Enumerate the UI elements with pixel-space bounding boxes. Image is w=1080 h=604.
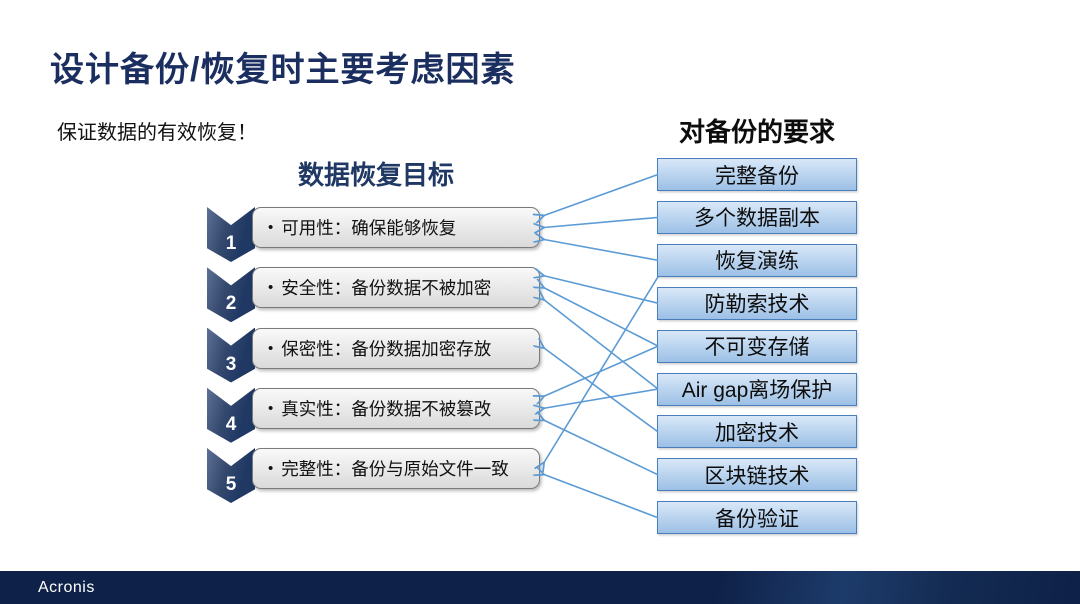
chevron-arrow-icon: 5 [207, 448, 255, 503]
chevron-arrow-icon: 4 [207, 387, 255, 443]
goal-label: 真实性：备份数据不被篡改 [281, 398, 492, 419]
requirement-box: 多个数据副本 [657, 200, 857, 234]
requirement-box: 不可变存储 [657, 329, 857, 363]
bullet-icon: • [268, 279, 274, 297]
goal-box: • 真实性：备份数据不被篡改 [252, 387, 540, 429]
goal-label: 安全性：备份数据不被加密 [281, 278, 492, 299]
requirements-heading: 对备份的要求 [678, 117, 835, 147]
requirement-box: Air gap离场保护 [657, 372, 857, 406]
requirement-label: 完整备份 [715, 164, 799, 188]
goal-number: 2 [225, 293, 237, 315]
goal-box: • 安全性：备份数据不被加密 [252, 267, 540, 309]
requirement-box: 防勒索技术 [657, 286, 857, 320]
goal-number: 5 [225, 474, 237, 495]
requirement-label: 多个数据副本 [694, 207, 820, 231]
goals-heading: 数据恢复目标 [297, 160, 454, 190]
connector-line [544, 216, 659, 227]
slide-subtitle: 保证数据的有效恢复！ [57, 122, 257, 144]
requirement-label: 区块链技术 [704, 464, 810, 488]
chevron-arrow-icon: 1 [207, 207, 255, 262]
connector-line [544, 475, 659, 519]
acronis-logo: Acronis [38, 578, 95, 596]
bullet-icon: • [268, 460, 274, 477]
connector-line [544, 288, 659, 347]
goal-box: • 可用性：确保能够恢复 [252, 207, 540, 248]
goal-box: • 完整性：备份与原始文件一致 [252, 448, 540, 489]
goal-number: 1 [225, 233, 237, 254]
requirement-label: 加密技术 [715, 421, 799, 445]
connector-line [544, 348, 659, 433]
requirement-label: 不可变存储 [704, 336, 810, 360]
footer-bar: Acronis [0, 571, 1080, 604]
connector-line [544, 276, 659, 304]
chevron-arrow-icon: 2 [207, 267, 255, 323]
requirement-box: 加密技术 [657, 415, 857, 449]
requirement-box: 区块链技术 [657, 458, 857, 492]
requirement-label: 备份验证 [715, 507, 799, 531]
slide-title: 设计备份/恢复时主要考虑因素 [50, 51, 516, 89]
requirement-label: 防勒索技术 [704, 293, 810, 317]
goal-number: 4 [225, 413, 237, 435]
connector-line [544, 345, 659, 396]
connector-line [544, 388, 659, 408]
connector-line [544, 173, 659, 216]
requirement-box: 备份验证 [657, 501, 857, 535]
bullet-icon: • [268, 399, 274, 417]
goal-label: 可用性：确保能够恢复 [281, 218, 457, 238]
connector-line [544, 240, 659, 262]
requirement-box: 恢复演练 [657, 243, 857, 277]
connector-line [544, 276, 659, 463]
connector-line [544, 420, 659, 476]
goal-label: 完整性：备份与原始文件一致 [281, 459, 509, 479]
goal-box: • 保密性：备份数据加密存放 [252, 327, 540, 369]
bullet-icon: • [268, 219, 274, 236]
connector-line [544, 300, 659, 390]
chevron-arrow-icon: 3 [207, 327, 255, 383]
goal-number: 3 [225, 353, 237, 375]
requirement-box: 完整备份 [657, 158, 857, 191]
requirement-label: Air gap离场保护 [681, 379, 833, 402]
bullet-icon: • [268, 339, 274, 357]
goal-label: 保密性：备份数据加密存放 [281, 338, 492, 359]
requirement-label: 恢复演练 [715, 250, 799, 274]
